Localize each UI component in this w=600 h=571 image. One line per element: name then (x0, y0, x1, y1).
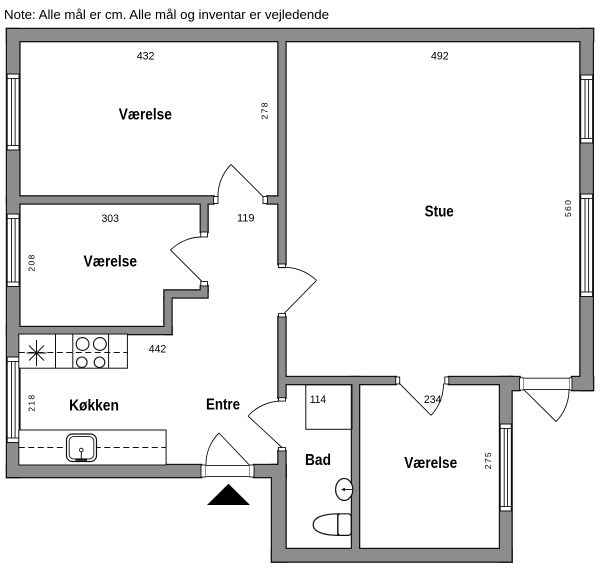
svg-text:278: 278 (260, 101, 270, 119)
svg-text:Bad: Bad (305, 452, 331, 469)
svg-text:Note: Alle mål er cm. Alle mål: Note: Alle mål er cm. Alle mål og invent… (4, 8, 329, 22)
svg-text:303: 303 (101, 213, 119, 225)
svg-text:560: 560 (563, 199, 573, 217)
svg-text:Køkken: Køkken (69, 397, 119, 414)
svg-text:234: 234 (424, 394, 442, 406)
svg-text:Værelse: Værelse (84, 253, 138, 270)
svg-text:Værelse: Værelse (119, 107, 172, 124)
svg-text:432: 432 (137, 50, 155, 62)
svg-text:492: 492 (431, 50, 449, 62)
svg-text:119: 119 (237, 213, 255, 225)
svg-text:218: 218 (26, 393, 36, 411)
svg-text:Værelse: Værelse (404, 455, 457, 472)
svg-text:208: 208 (26, 253, 36, 271)
svg-text:442: 442 (149, 343, 166, 355)
svg-text:Entre: Entre (206, 397, 240, 414)
svg-text:275: 275 (483, 451, 493, 469)
svg-text:Stue: Stue (425, 204, 454, 221)
svg-text:114: 114 (310, 394, 326, 406)
